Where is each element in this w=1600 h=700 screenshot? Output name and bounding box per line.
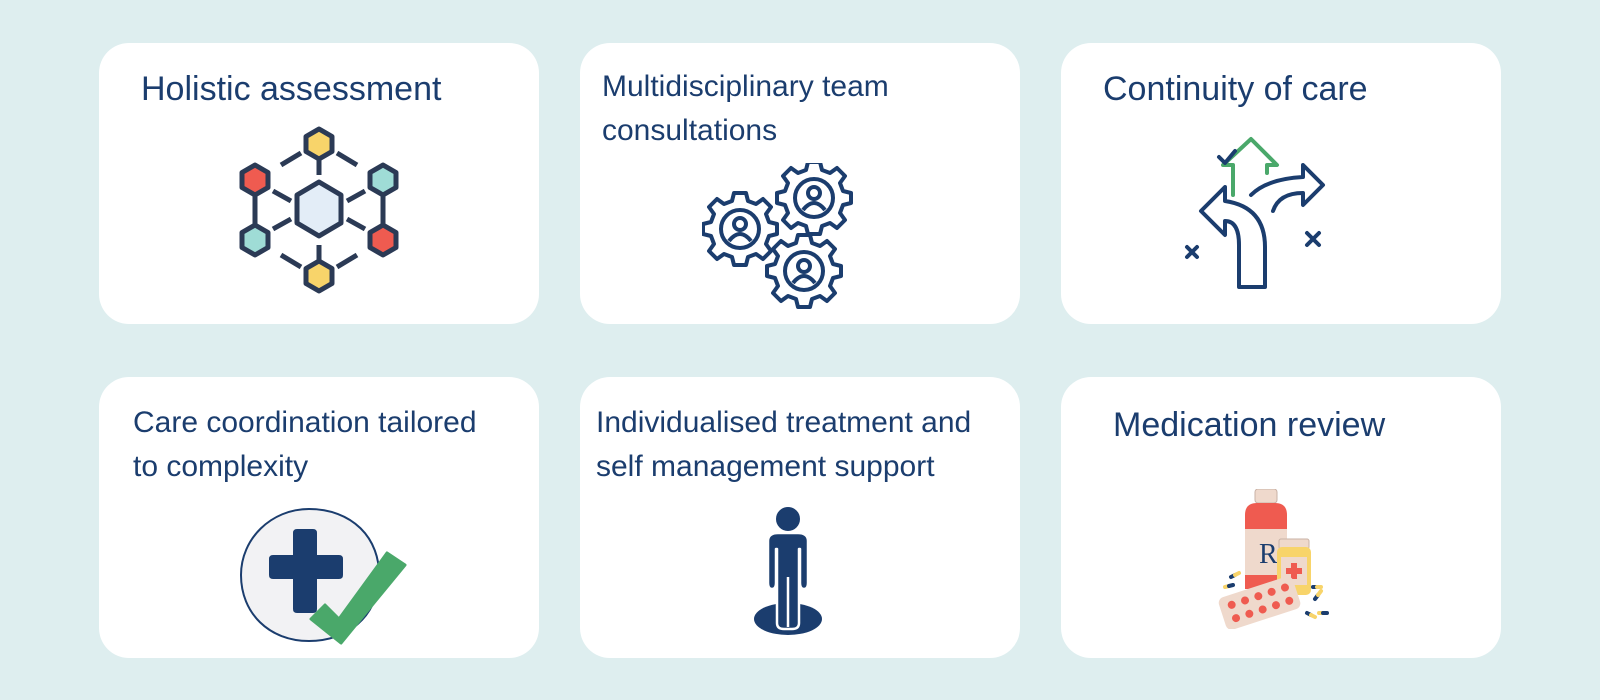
- card-holistic-assessment: Holistic assessment: [99, 43, 539, 324]
- card-title-line2: self management support: [596, 450, 935, 483]
- card-individualised-treatment: Individualised treatment and self manage…: [580, 377, 1020, 658]
- card-title: Holistic assessment: [141, 70, 442, 108]
- card-care-coordination: Care coordination tailored to complexity: [99, 377, 539, 658]
- card-title: Continuity of care: [1103, 70, 1368, 108]
- card-multidisciplinary-team: Multidisciplinary team consultations: [580, 43, 1020, 324]
- card-title-line1: Individualised treatment and: [596, 406, 972, 439]
- person-standing-icon: [754, 505, 822, 635]
- card-title-line2: consultations: [602, 114, 778, 147]
- network-hexagon-icon: [239, 126, 399, 294]
- card-medication-review: Medication review Rx: [1061, 377, 1501, 658]
- card-continuity-of-care: Continuity of care: [1061, 43, 1501, 324]
- card-title-line2: to complexity: [133, 450, 309, 483]
- diverging-arrows-icon: [1185, 137, 1325, 289]
- team-gears-icon: [702, 163, 853, 309]
- medical-cross-check-icon: [239, 507, 407, 645]
- card-title-line1: Multidisciplinary team: [602, 70, 889, 103]
- card-title: Medication review: [1113, 406, 1386, 444]
- card-title-line1: Care coordination tailored: [133, 406, 477, 439]
- medication-bottles-icon: Rx: [1218, 489, 1329, 629]
